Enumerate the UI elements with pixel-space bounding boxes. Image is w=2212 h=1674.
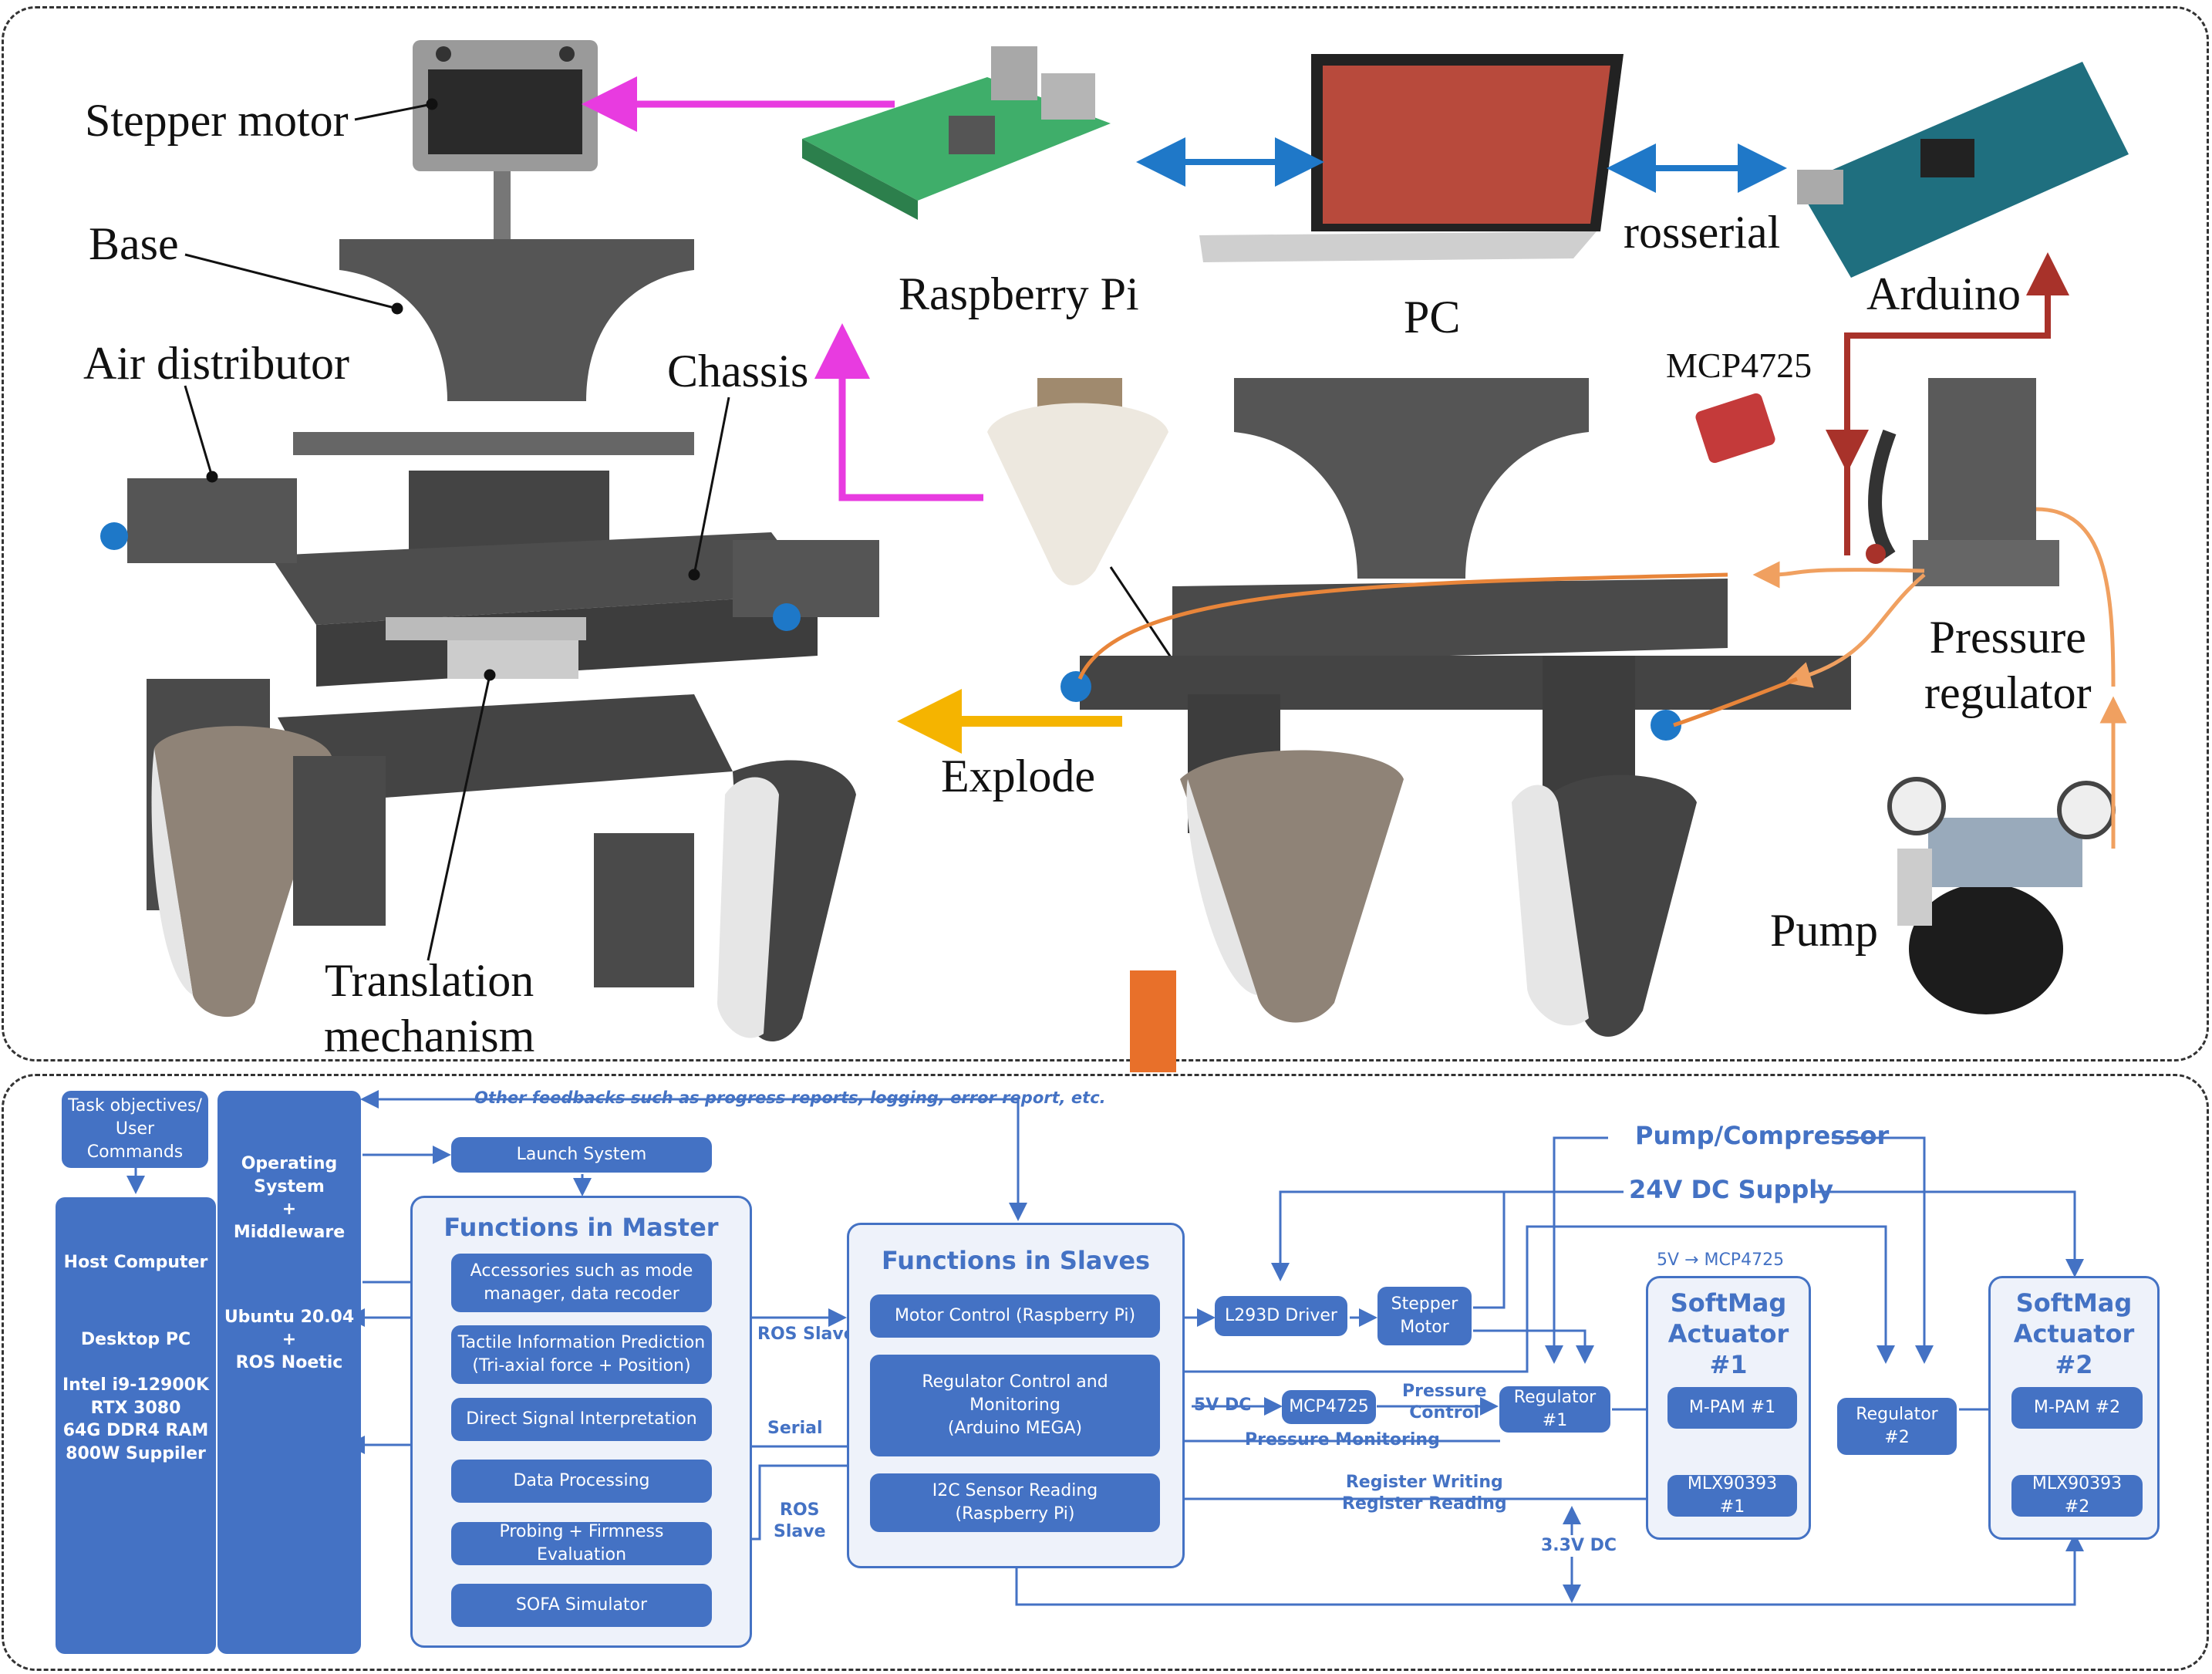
os-bottom-text: Ubuntu 20.04 + ROS Noetic [224, 1307, 355, 1373]
translation-mechanism-part [278, 617, 733, 802]
host-computer-title: Host Computer [63, 1253, 208, 1272]
master-item-accessories: Accessories such as mode manager, data r… [451, 1254, 712, 1312]
label-air-distributor: Air distributor [83, 338, 349, 389]
actuator-2-title: SoftMag Actuator #2 [2013, 1288, 2135, 1379]
regulator-control-box: Regulator Control and Monitoring (Arduin… [870, 1355, 1160, 1456]
label-base: Base [89, 218, 179, 269]
label-explode: Explode [941, 751, 1095, 802]
label-pc: PC [1404, 292, 1461, 343]
label-pressure-regulator: Pressure regulator [1924, 612, 2092, 718]
label-raspberry-pi: Raspberry Pi [899, 268, 1139, 319]
air-line-right [1784, 573, 1926, 688]
v5-dc-label: 5V DC [1194, 1396, 1252, 1415]
label-arduino: Arduino [1866, 268, 2021, 319]
dc-supply-label: 24V DC Supply [1629, 1175, 1834, 1204]
exploded-fingers [147, 679, 856, 1041]
m-pam-1-box: M-PAM #1 [1667, 1387, 1797, 1429]
base-part [293, 239, 694, 563]
label-chassis: Chassis [667, 346, 809, 397]
down-arrow [1130, 970, 1176, 1072]
label-rosserial: rosserial [1624, 207, 1781, 258]
launch-system-box: Launch System [451, 1137, 712, 1173]
l293d-driver-box: L293D Driver [1215, 1296, 1347, 1336]
os-top-text: Operating System + Middleware [233, 1154, 346, 1243]
master-item-probing: Probing + Firmness Evaluation [451, 1522, 712, 1565]
master-item-sofa: SOFA Simulator [451, 1584, 712, 1627]
stepper-motor-part [413, 40, 598, 256]
v5-mcp-label: 5V → MCP4725 [1657, 1250, 1785, 1270]
pump-compressor-label: Pump/Compressor [1635, 1121, 1890, 1150]
feedback-text: Other feedbacks such as progress reports… [474, 1088, 1106, 1107]
label-pump: Pump [1770, 905, 1879, 956]
air-line-left [1752, 561, 1925, 589]
m-pam-2-box: M-PAM #2 [2011, 1387, 2143, 1429]
sensor-to-pi-arrow [814, 323, 983, 501]
mlx90393-1-box: MLX90393 #1 [1667, 1474, 1797, 1517]
mcp4725-box: MCP4725 [1282, 1390, 1376, 1424]
host-computer-box: Host Computer Desktop PC Intel i9-12900K… [56, 1197, 216, 1654]
v33-dc-label: 3.3V DC [1541, 1535, 1617, 1557]
link-ros-slave-2: ROS Slave [774, 1500, 826, 1541]
raspberry-pi-board [802, 46, 1111, 220]
label-translation-mechanism: Translation mechanism [324, 955, 535, 1061]
pressure-monitoring-label: Pressure Monitoring [1245, 1430, 1440, 1450]
master-item-tactile-prediction: Tactile Information Prediction (Tri-axia… [451, 1325, 712, 1384]
motor-control-box: Motor Control (Raspberry Pi) [870, 1294, 1160, 1338]
regulator-2-box: Regulator #2 [1837, 1398, 1957, 1455]
actuator-1-title: SoftMag Actuator #1 [1667, 1288, 1789, 1379]
assembled-gripper [1060, 378, 1851, 1037]
i2c-sensor-reading-box: I2C Sensor Reading (Raspberry Pi) [870, 1473, 1160, 1532]
master-item-direct-signal: Direct Signal Interpretation [451, 1398, 712, 1441]
master-title: Functions in Master [443, 1213, 719, 1242]
pressure-regulator-device [1868, 378, 2059, 586]
hardware-panel [2, 6, 2209, 1061]
link-ros-slave: ROS Slave [757, 1325, 855, 1344]
link-serial: Serial [767, 1419, 823, 1438]
hardware-illustration [100, 40, 2129, 1072]
pressure-control-label: Pressure Control [1402, 1382, 1487, 1423]
arduino-board [1797, 62, 2129, 278]
task-objectives-box: Task objectives/ User Commands [62, 1091, 208, 1168]
label-mcp4725: MCP4725 [1666, 346, 1812, 385]
air-distributor-part [100, 478, 879, 631]
pump-device [1887, 777, 2116, 1014]
mcp4725-board [1695, 393, 1775, 464]
host-computer-spec: Desktop PC Intel i9-12900K RTX 3080 64G … [62, 1329, 210, 1464]
slaves-title: Functions in Slaves [881, 1246, 1151, 1275]
stepper-motor-box: Stepper Motor [1377, 1287, 1472, 1345]
tactile-sensor-skin [987, 378, 1168, 586]
block-diagram-panel [2, 1074, 2209, 1671]
pc-laptop [1199, 54, 1624, 262]
label-stepper-motor: Stepper motor [85, 95, 349, 146]
register-rw-label: Register Writing Register Reading [1342, 1473, 1507, 1514]
regulator-1-box: Regulator #1 [1499, 1386, 1610, 1433]
master-item-data-processing: Data Processing [451, 1460, 712, 1503]
mlx90393-2-box: MLX90393 #2 [2011, 1474, 2143, 1517]
os-middleware-box: Operating System + Middleware Ubuntu 20.… [217, 1091, 361, 1654]
